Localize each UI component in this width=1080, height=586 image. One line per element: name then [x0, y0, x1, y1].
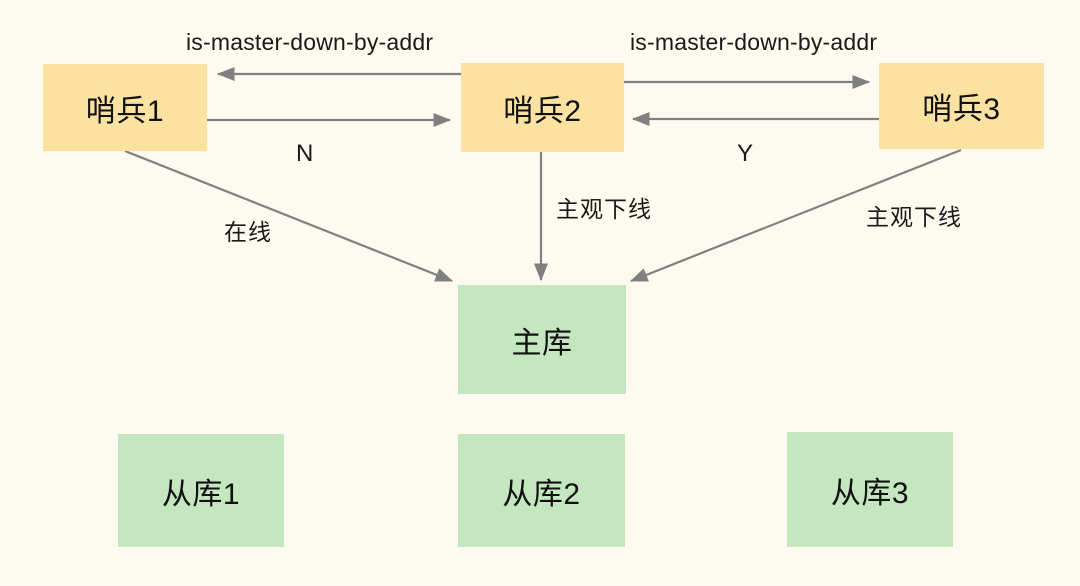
node-replica-db-1-label: 从库1: [161, 477, 241, 511]
edge-label-online: 在线: [224, 219, 272, 245]
node-sentinel-3-label: 哨兵3: [922, 93, 1001, 126]
node-sentinel-1[interactable]: 哨兵1: [43, 64, 207, 151]
edge-label-vote-y: Y: [737, 140, 754, 167]
node-replica-db-1[interactable]: 从库1: [118, 434, 284, 547]
node-sentinel-2-label: 哨兵2: [503, 94, 582, 128]
edge-label-vote-n: N: [296, 140, 314, 167]
edge-label-subjective-down-right: 主观下线: [866, 204, 962, 230]
node-master-db-label: 主库: [511, 326, 573, 360]
node-sentinel-3[interactable]: 哨兵3: [879, 63, 1044, 149]
edge-label-is-master-down-by-addr-right: is-master-down-by-addr: [630, 29, 878, 55]
node-replica-db-2-label: 从库2: [502, 477, 581, 511]
node-sentinel-1-label: 哨兵1: [85, 94, 165, 128]
node-replica-db-3-label: 从库3: [830, 476, 910, 510]
edge-label-is-master-down-by-addr-left: is-master-down-by-addr: [186, 29, 434, 55]
edge-label-subjective-down-center: 主观下线: [556, 196, 652, 222]
node-replica-db-3[interactable]: 从库3: [787, 432, 953, 547]
node-master-db[interactable]: 主库: [458, 285, 626, 394]
node-sentinel-2[interactable]: 哨兵2: [461, 63, 624, 152]
node-replica-db-2[interactable]: 从库2: [458, 434, 625, 547]
arrow-sentinel1-to-master: [124, 149, 454, 283]
